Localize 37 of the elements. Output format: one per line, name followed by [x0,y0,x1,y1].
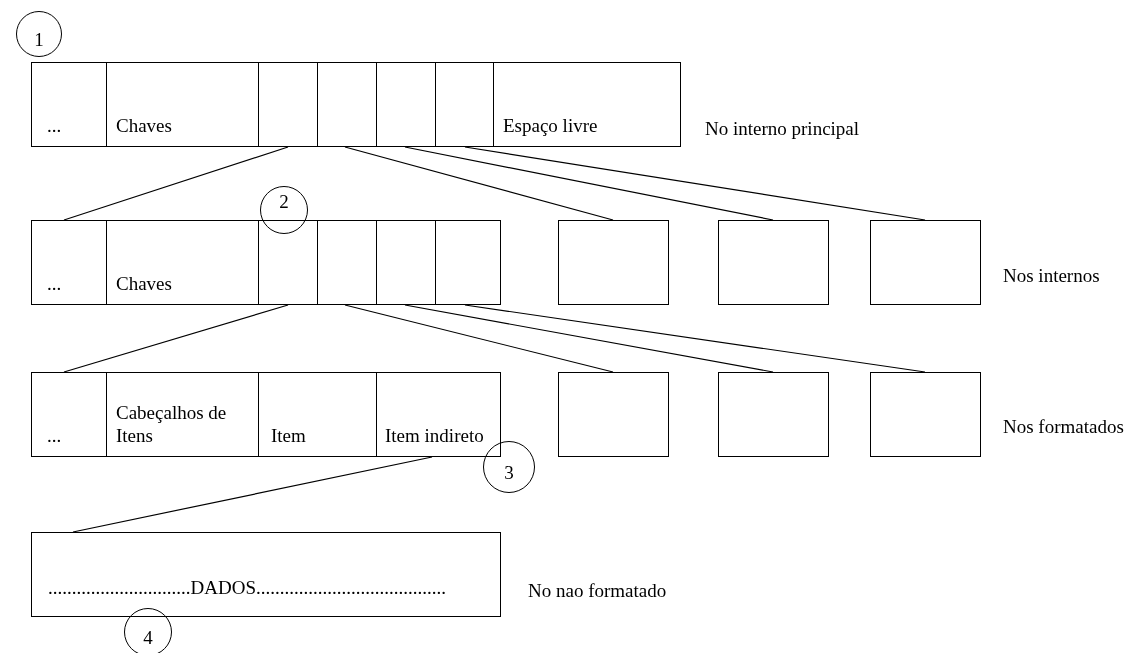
connector-line [404,304,774,373]
empty-field [870,372,981,457]
record-field: ... [31,372,107,457]
record-field: Item [258,372,377,457]
connector-line [63,146,289,221]
empty-field [558,372,669,457]
record-field: Cabeçalhos de Itens [106,372,259,457]
empty-field [718,372,829,457]
empty-field [718,220,829,305]
level-label: No interno principal [705,118,860,141]
empty-field [870,220,981,305]
record-field: Chaves [106,220,259,305]
level-label: Nos formatados [1003,416,1124,439]
level-label: Nos internos [1003,265,1100,288]
record-field: ..............................DADOS........................................ [31,532,501,617]
record-field: Chaves [106,62,259,147]
empty-field [435,220,501,305]
record-field: ... [31,62,107,147]
empty-field [435,62,494,147]
empty-field [376,62,436,147]
empty-field [258,62,318,147]
empty-field [317,220,377,305]
connector-line [344,146,614,221]
connector-line [344,304,614,373]
record-field: Item indireto [376,372,501,457]
connector-line [72,456,433,533]
empty-field [258,220,318,305]
level-label: No nao formatado [528,580,667,603]
connector-line [464,146,926,221]
empty-field [558,220,669,305]
connector-line [404,146,774,221]
record-field: Espaço livre [493,62,681,147]
empty-field [317,62,377,147]
empty-field [376,220,436,305]
connector-line [464,304,926,373]
connector-line [63,304,289,373]
record-field: ... [31,220,107,305]
